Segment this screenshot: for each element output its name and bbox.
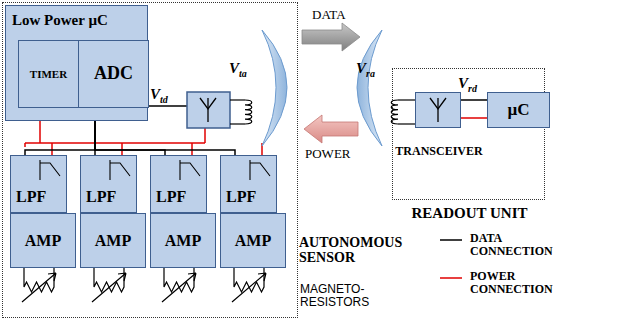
magnetoresistor-symbol: [22, 268, 266, 302]
legend-power-sample: [440, 277, 462, 279]
data-wire: [148, 105, 187, 107]
legend-text: DATA CONNECTION: [470, 232, 562, 258]
amplifier-box: AMP: [150, 213, 216, 268]
sensor-label: MAGNETO-RESISTORS: [300, 283, 372, 309]
connection-wire: [95, 121, 235, 155]
box-label: LPF: [16, 188, 62, 206]
filter-box: LPF: [150, 155, 207, 213]
box-label: LPF: [156, 188, 202, 206]
microcontroller-box: µC: [487, 92, 550, 128]
amplifier-box: AMP: [80, 213, 146, 268]
filter-box: LPF: [80, 155, 137, 213]
box-label: TIMER: [19, 68, 78, 80]
coil: [391, 100, 415, 124]
box-label: LPF: [226, 188, 272, 206]
microcontroller-box: Low Power µC TIMERADC: [5, 5, 148, 121]
voltage-label: Vrd: [458, 75, 477, 94]
box-label: LPF: [86, 188, 132, 206]
connection-wire: [461, 117, 487, 119]
sensor-region: AUTONOMOUS SENSORLow Power µCTIMERADCLPF…: [2, 2, 298, 318]
box-label: ADC: [79, 64, 148, 84]
connection-wire: [461, 99, 487, 101]
field-arc: [262, 30, 287, 146]
region-title: READOUT UNIT: [383, 205, 556, 222]
antenna-symbol: [200, 98, 216, 122]
adc-box: ADC: [78, 40, 149, 108]
filter-box: LPF: [10, 155, 67, 213]
legend-data-sample: [440, 239, 462, 241]
box-label: AMP: [81, 232, 145, 250]
antenna-box: [187, 92, 230, 128]
field-arc: [357, 30, 382, 146]
power-arrow: [304, 115, 358, 143]
box-label: AMP: [11, 232, 75, 250]
signal-label: POWER: [305, 147, 351, 161]
voltage-label: Vta: [229, 60, 247, 79]
lowpass-symbol: [40, 160, 270, 180]
antenna-symbol: [430, 98, 446, 122]
transceiver-box: TRANSCEIVER: [415, 92, 461, 128]
coil: [230, 100, 252, 124]
box-label: TRANSCEIVER: [376, 145, 502, 158]
legend-text: POWER CONNECTION: [470, 270, 562, 296]
amplifier-box: AMP: [220, 213, 286, 268]
box-label: µC: [488, 101, 549, 120]
box-label: AMP: [151, 232, 215, 250]
data-arrow: [302, 23, 360, 51]
box-label: AMP: [221, 232, 285, 250]
signal-label: DATA: [312, 8, 346, 22]
amplifier-box: AMP: [10, 213, 76, 268]
timer-box: TIMER: [18, 40, 79, 108]
region-title: AUTONOMOUS SENSOR: [299, 235, 411, 266]
connection-wire: [25, 121, 95, 155]
box-title: Low Power µC: [12, 12, 142, 29]
voltage-label: Vra: [356, 60, 375, 79]
filter-box: LPF: [220, 155, 277, 213]
voltage-label: Vtd: [150, 86, 168, 105]
